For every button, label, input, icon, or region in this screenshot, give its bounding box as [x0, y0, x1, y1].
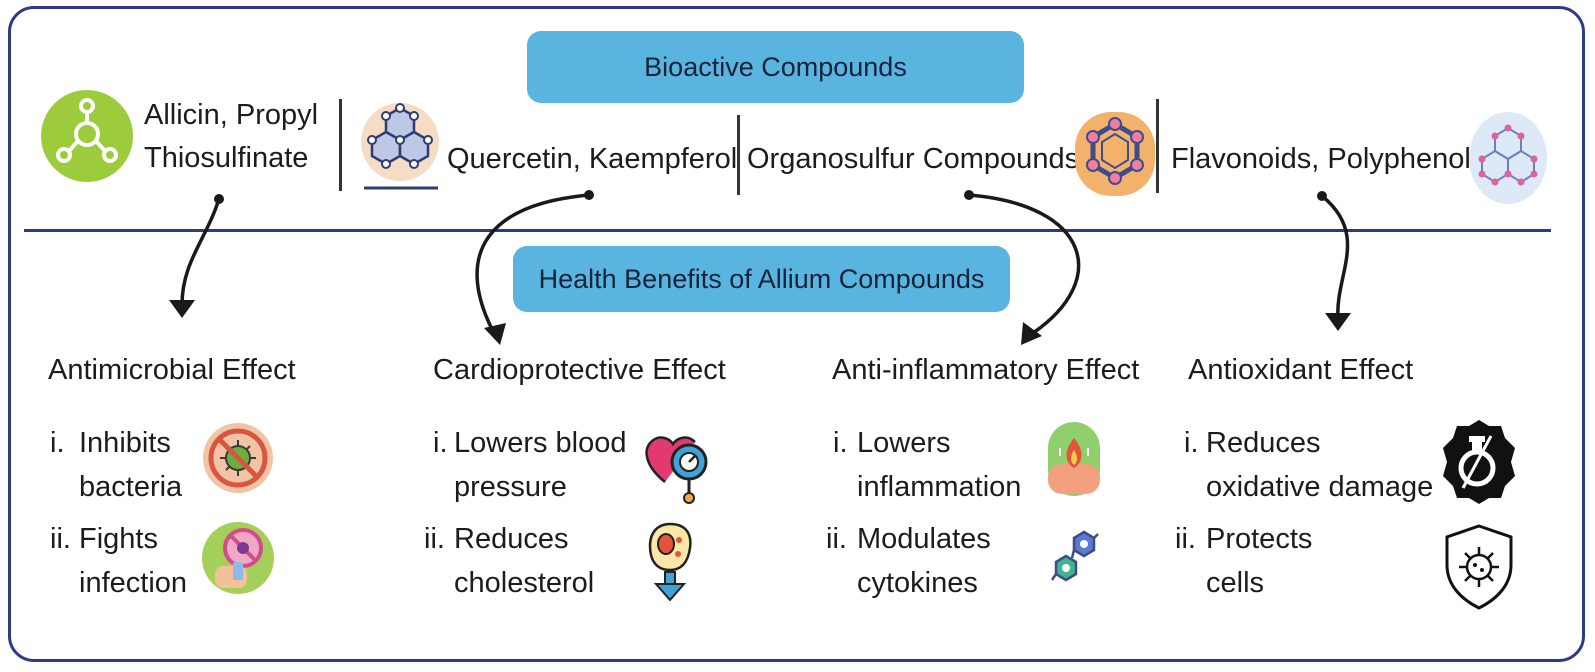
- item-number: ii.: [50, 523, 71, 555]
- effect-antioxidant-title: Antioxidant Effect: [1188, 354, 1414, 386]
- item-line2: pressure: [454, 471, 567, 503]
- item-line2: oxidative damage: [1206, 471, 1434, 503]
- compound-allicin-line2: Thiosulfinate: [144, 142, 309, 174]
- item-line2: cells: [1206, 567, 1265, 599]
- item-line1: Lowers: [857, 427, 951, 459]
- item-line2: infection: [79, 567, 188, 599]
- item-number: ii.: [1175, 523, 1196, 555]
- arrow-quercetin-to-cardioprotective: [475, 193, 590, 336]
- item-line2: cholesterol: [454, 567, 595, 599]
- compound-allicin-label: Allicin, Propyl Thiosulfinate: [144, 94, 318, 180]
- sanitizer-virus-icon: [201, 518, 275, 603]
- compound-allicin-line1: Allicin, Propyl: [144, 99, 319, 131]
- separator-1: [339, 99, 342, 191]
- health-benefits-header: Health Benefits of Allium Compounds: [513, 246, 1010, 312]
- item-line1: Modulates: [857, 523, 991, 555]
- compound-organosulfur-label: Organosulfur Compounds: [747, 143, 1080, 175]
- arrow-organosulfur-to-antiinflammatory: [968, 193, 1081, 335]
- inflammation-icon: [1046, 420, 1102, 503]
- item-line2: bacteria: [79, 471, 183, 503]
- item-number: i.: [433, 427, 448, 459]
- arrow-flavonoids-to-antioxidant: [1320, 194, 1350, 319]
- separator-2: [737, 115, 740, 195]
- item-number: i.: [833, 427, 848, 459]
- effect-antiinflammatory-title: Anti-inflammatory Effect: [832, 354, 1140, 386]
- flask-badge-icon: [1441, 418, 1517, 511]
- item-line1: Fights: [79, 523, 158, 555]
- effect-antimicrobial-title: Antimicrobial Effect: [48, 354, 296, 386]
- item-number: i.: [1184, 427, 1199, 459]
- ring-molecule-icon: [1073, 110, 1157, 203]
- compound-flavonoids-label: Flavonoids, Polyphenols: [1171, 143, 1486, 175]
- separator-3: [1156, 99, 1159, 193]
- compound-quercetin-label: Quercetin, Kaempferol: [447, 143, 738, 175]
- item-line1: Reduces: [1206, 427, 1321, 459]
- item-number: i.: [50, 427, 65, 459]
- item-line1: Reduces: [454, 523, 569, 555]
- molecule-icon: [40, 89, 134, 188]
- no-bacteria-icon: [201, 420, 275, 501]
- hexagon-lattice-icon: [360, 96, 440, 201]
- item-line1: Lowers blood: [454, 427, 627, 459]
- shield-cell-icon: [1441, 523, 1517, 616]
- heart-gauge-icon: [643, 420, 709, 511]
- arrow-allicin-to-antimicrobial: [180, 198, 221, 306]
- item-number: ii.: [826, 523, 847, 555]
- bioactive-compounds-header: Bioactive Compounds: [527, 31, 1024, 103]
- network-molecule-icon: [1467, 106, 1549, 211]
- cholesterol-cell-icon: [646, 520, 694, 607]
- item-line1: Inhibits: [79, 427, 171, 459]
- cytokine-icon: [1050, 528, 1100, 595]
- section-divider: [24, 229, 1551, 232]
- item-line2: inflammation: [857, 471, 1022, 503]
- item-line1: Protects: [1206, 523, 1313, 555]
- item-number: ii.: [424, 523, 445, 555]
- item-line2: cytokines: [857, 567, 978, 599]
- effect-cardioprotective-title: Cardioprotective Effect: [433, 354, 726, 386]
